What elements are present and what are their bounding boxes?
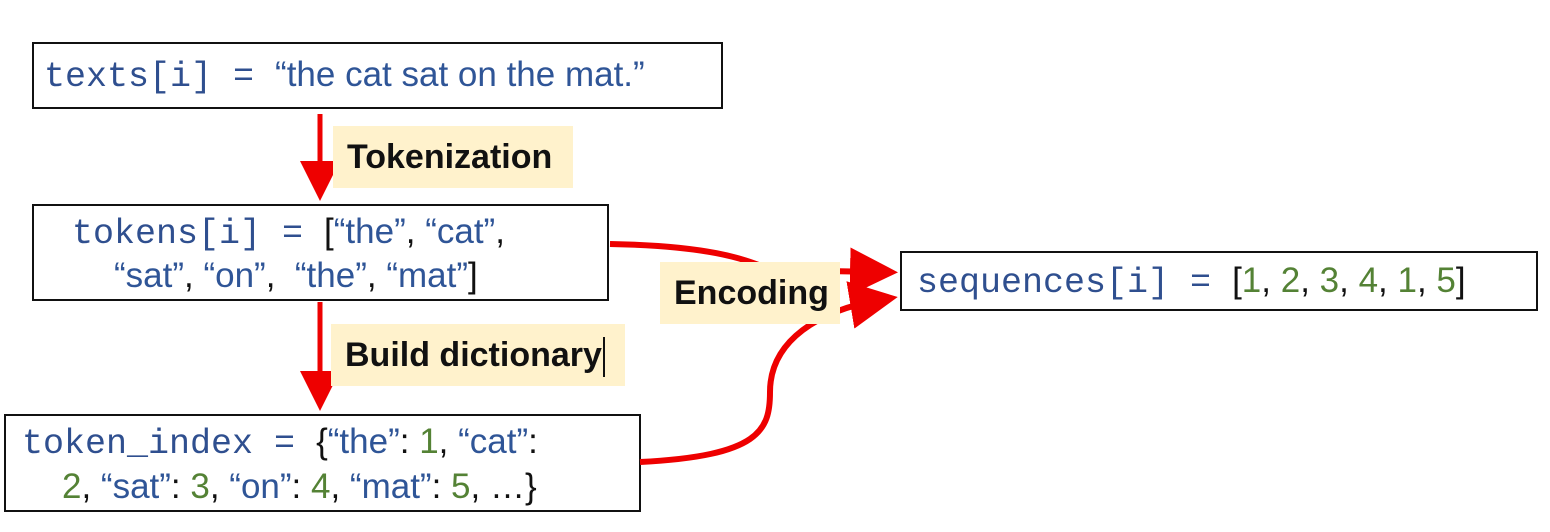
sequences-var: sequences[i] [917,263,1170,303]
build-dictionary-label: Build dictionary [331,324,625,386]
sequences-eq: = [1169,263,1233,303]
texts-box: texts[i] = “the cat sat on the mat.” [32,42,723,109]
sequence-value: 1 [1241,261,1262,300]
dict-value: 5 [451,467,471,506]
token-item: “the” [333,212,406,251]
dict-ellipsis: … [489,467,525,506]
encoding-arrow-from-index [639,281,898,465]
dict-key: “on” [229,467,292,506]
sequence-value: 1 [1397,261,1417,300]
sequences-open: [ [1232,261,1242,300]
sequence-value: 2 [1280,261,1301,300]
tokens-close: ] [467,256,478,295]
texts-line: texts[i] = “the cat sat on the mat.” [44,53,645,99]
sequences-line: sequences[i] = [1, 2, 3, 4, 1, 5] [917,261,1466,303]
tokens-box: tokens[i] = [“the”, “cat”, “sat”, “on”, … [32,204,609,301]
tokenization-label: Tokenization [333,126,573,188]
sequence-value: 3 [1319,261,1340,300]
tokens-var: tokens[i] [72,214,262,254]
token-index-box: token_index = {“the”: 1, “cat”: 2, “sat”… [4,414,641,512]
tokens-line-2: “sat”, “on”, “the”, “mat”] [114,256,478,295]
token-item: “the” [294,256,367,295]
texts-eq: = [212,57,276,97]
build-dictionary-text: Build dictionary [345,336,602,374]
token-item: “cat” [425,212,496,251]
token-item: “on” [203,256,266,295]
dict-key: “cat” [458,422,529,461]
token-item: “sat” [114,256,184,295]
dict-key: “sat” [100,467,171,506]
token-index-line-2: 2, “sat”: 3, “on”: 4, “mat”: 5, …} [62,467,537,506]
encoding-label: Encoding [660,262,840,324]
dict-value: 3 [190,467,210,506]
tokens-open: [ [324,212,334,251]
dict-key: “mat” [349,467,432,506]
text-caret [602,337,605,378]
texts-var: texts[i] [44,57,213,97]
token-item: “mat” [386,256,468,295]
dict-value: 1 [419,422,439,461]
token-index-line-1: token_index = {“the”: 1, “cat”: [22,422,538,464]
dict-value: 2 [62,467,82,506]
sequence-value: 4 [1358,261,1379,300]
sequences-close: ] [1455,261,1466,300]
tokens-line-1: tokens[i] = [“the”, “cat”, [72,212,505,254]
token-index-open: { [316,422,328,461]
token-index-eq: = [253,424,317,464]
token-index-var: token_index [22,424,254,464]
dict-key: “the” [327,422,400,461]
sequence-value: 5 [1436,261,1456,300]
texts-value: “the cat sat on the mat.” [275,55,645,94]
token-index-close: } [524,467,537,506]
sequences-box: sequences[i] = [1, 2, 3, 4, 1, 5] [900,251,1538,311]
dict-value: 4 [311,467,331,506]
tokens-eq: = [261,214,325,254]
